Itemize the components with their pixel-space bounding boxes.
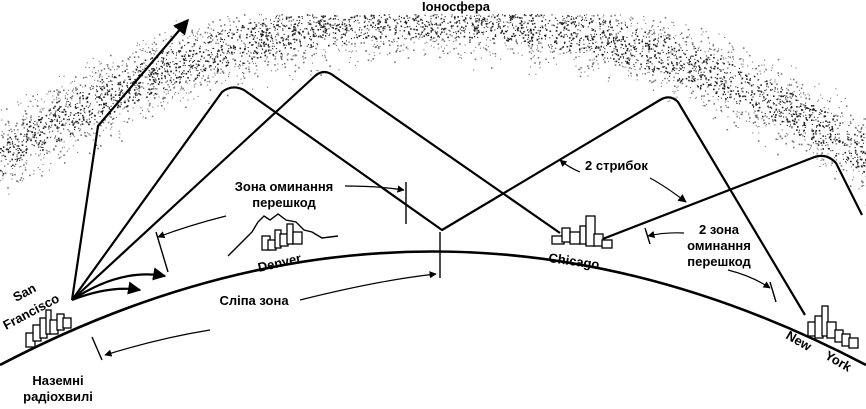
ray-first-hop-short bbox=[72, 87, 805, 315]
blind-zone-right-arrow bbox=[300, 274, 436, 300]
ionosphere-band bbox=[0, 14, 866, 206]
skip-zone-1-left-arrow bbox=[158, 216, 226, 237]
skip-zone-2-label-line3: перешкод bbox=[687, 254, 751, 269]
labels: Іоносфера Зона оминання перешкод 2 стриб… bbox=[0, 0, 854, 404]
skip-zone-1-label-line1: Зона оминання bbox=[235, 179, 334, 194]
escaping-ray bbox=[72, 20, 188, 300]
dimension-arrows bbox=[105, 160, 770, 355]
city-chicago-buildings bbox=[552, 216, 612, 248]
city-new-york-label-line2: York bbox=[823, 348, 855, 375]
skip-zone-2-label-line2: оминання bbox=[687, 238, 751, 253]
blind-zone-label: Сліпа зона bbox=[219, 293, 289, 308]
city-new-york-buildings bbox=[808, 306, 858, 348]
zone-markers bbox=[92, 182, 776, 360]
skip-zone-1-left-tick bbox=[156, 232, 168, 272]
ground-waves-label-line2: радіохвилі bbox=[23, 389, 93, 404]
two-hops-arrow-right bbox=[650, 178, 686, 202]
ground-wave-tick bbox=[92, 337, 102, 360]
ionosphere-label: Іоносфера bbox=[422, 0, 491, 14]
ground-waves-label-line1: Наземні bbox=[32, 373, 83, 388]
skip-zone-1-right-arrow bbox=[345, 186, 404, 190]
two-hops-label: 2 стрибок bbox=[585, 158, 648, 173]
skip-zone-2-right-tick bbox=[770, 282, 776, 302]
city-chicago-label: Chicago bbox=[548, 250, 601, 272]
skip-zone-2-left-arrow bbox=[648, 233, 684, 236]
skip-zone-1-label-line2: перешкод bbox=[252, 195, 316, 210]
skip-zone-2-right-arrow bbox=[728, 270, 770, 288]
city-denver-label: Denver bbox=[256, 250, 302, 275]
skip-zone-2-label-line1: 2 зона bbox=[699, 222, 740, 237]
two-hops-arrow-left bbox=[560, 160, 580, 172]
blind-zone-left-arrow bbox=[105, 330, 210, 355]
